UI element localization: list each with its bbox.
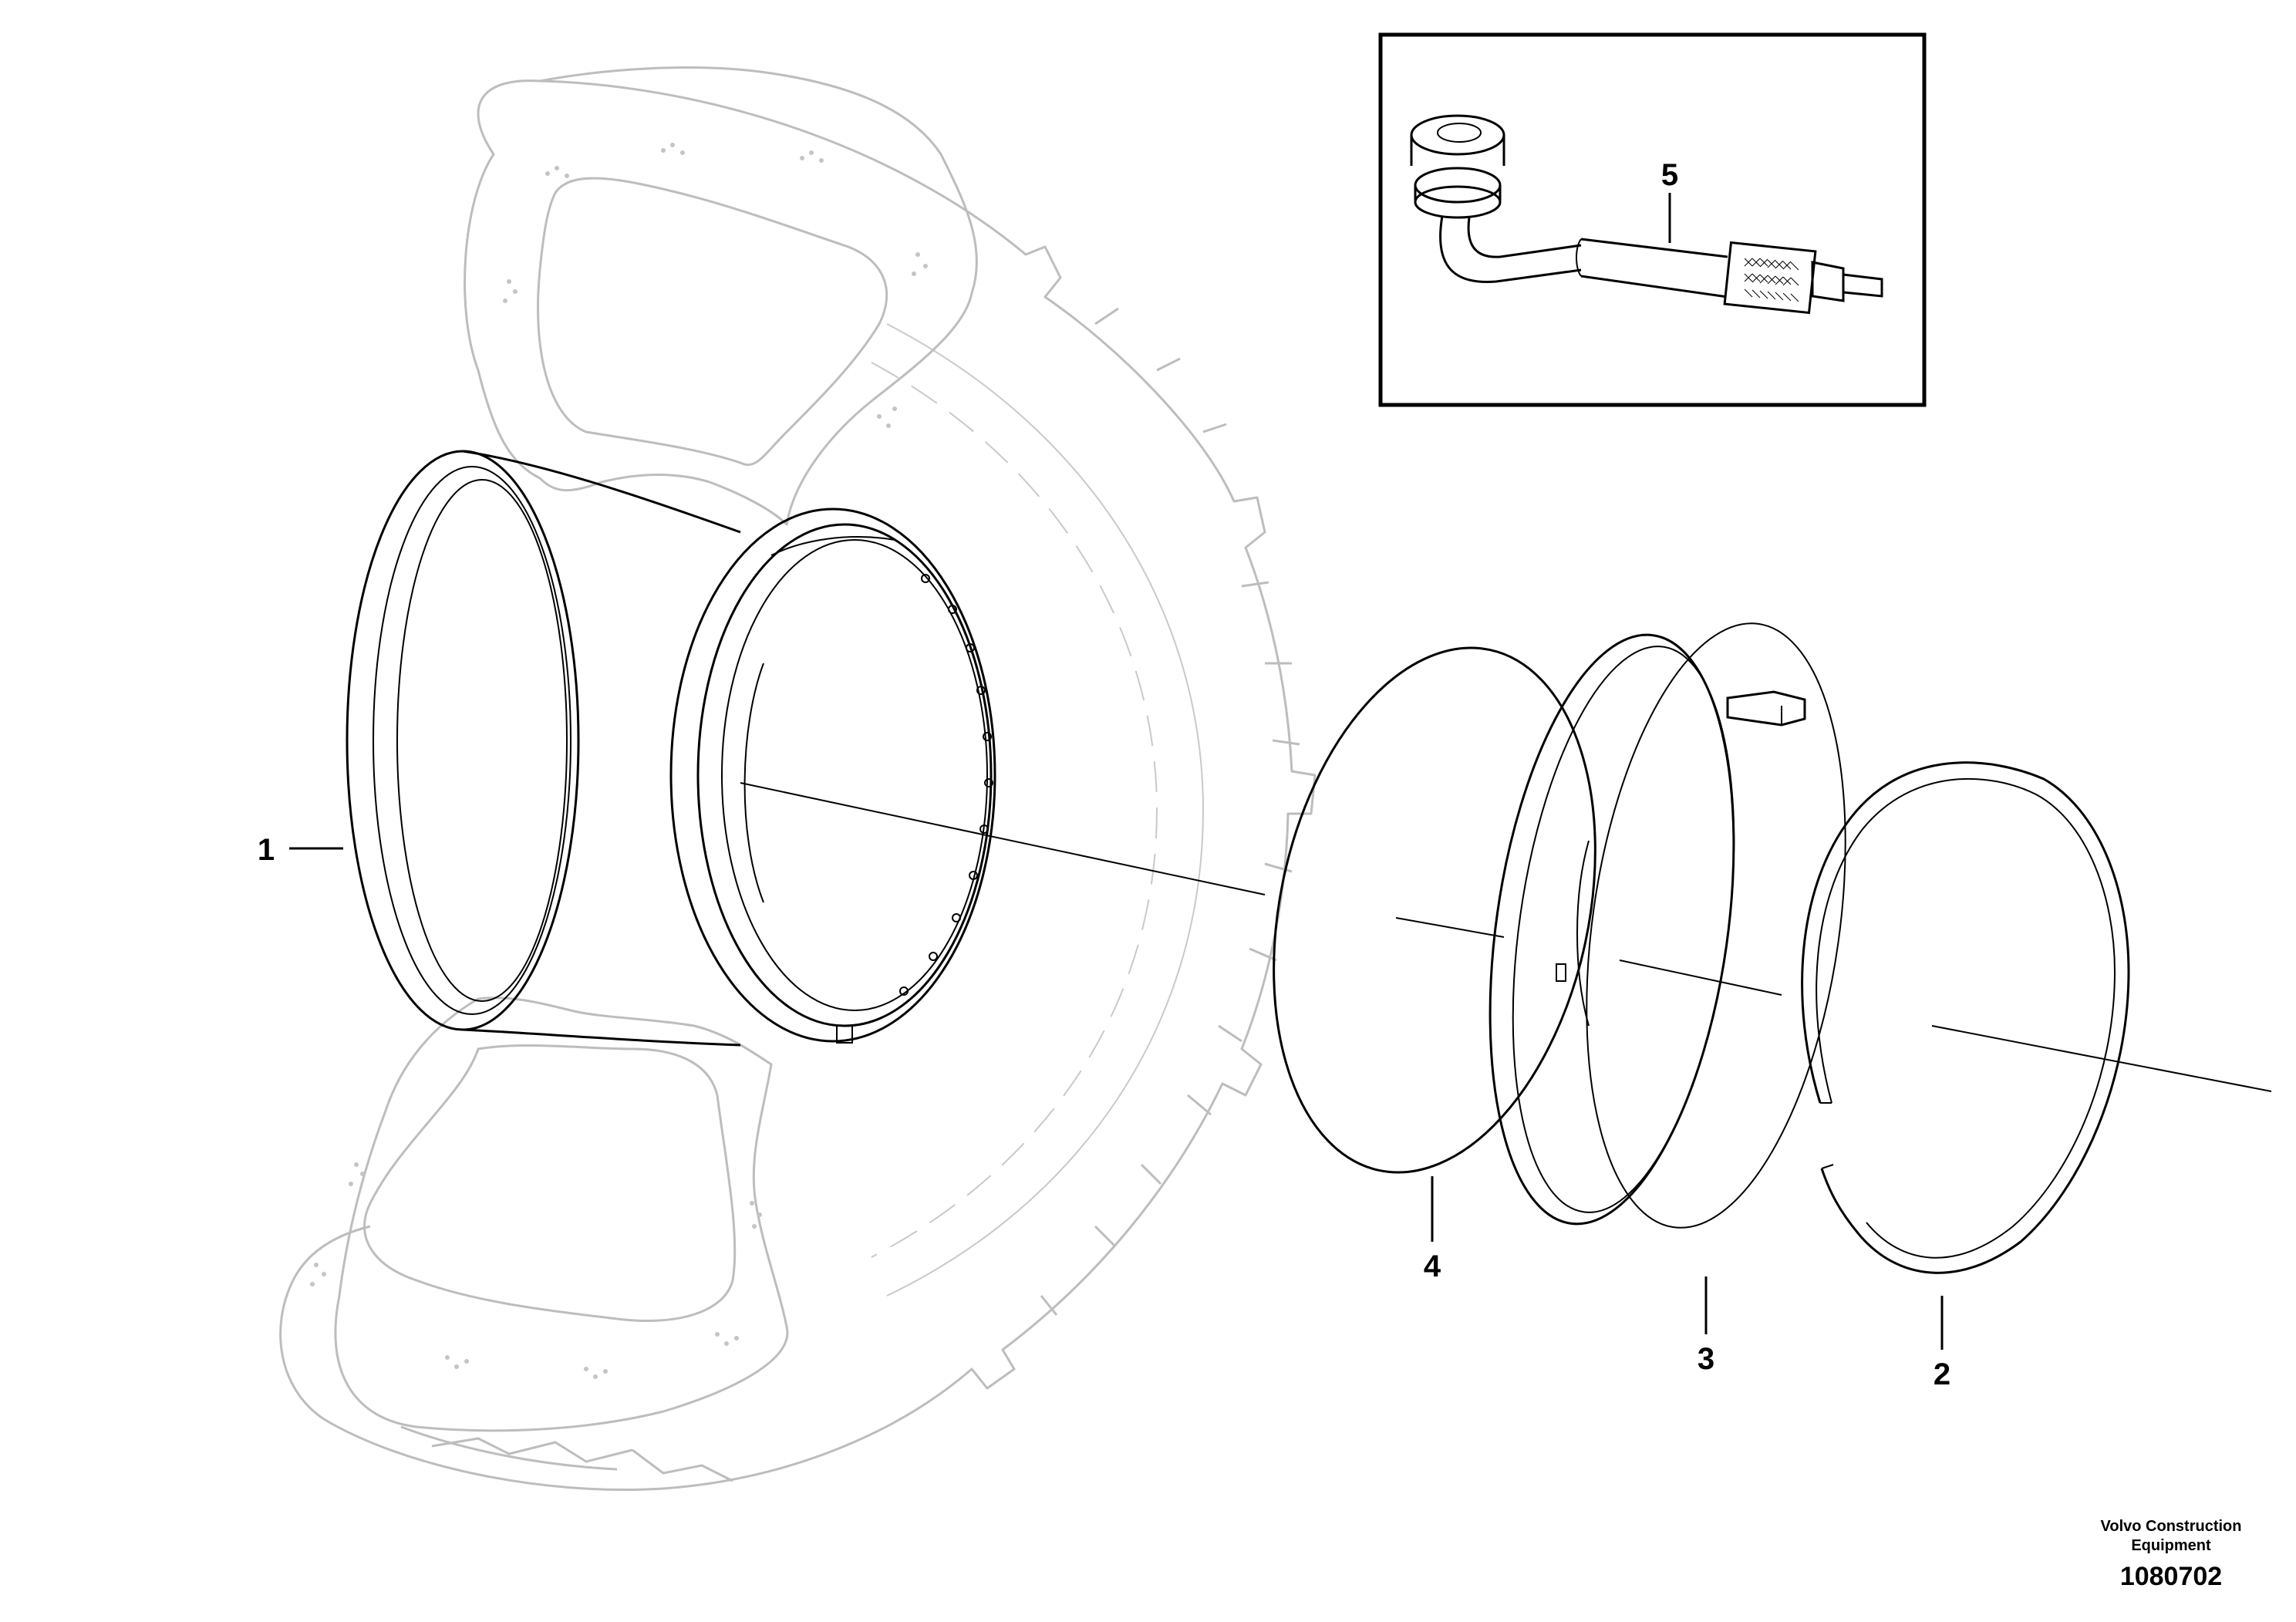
tire-speckles-lower bbox=[310, 1162, 762, 1379]
doc-number: 1080702 bbox=[2120, 1562, 2222, 1591]
lock-ring-part-3 bbox=[1489, 622, 1846, 1229]
tire-speckles-upper bbox=[503, 143, 928, 428]
brand-line-1: Volvo Construction bbox=[2101, 1518, 2242, 1535]
callout-2: 2 bbox=[1934, 1357, 1950, 1391]
callout-3: 3 bbox=[1698, 1342, 1714, 1376]
split-ring-part-2 bbox=[1801, 761, 2130, 1274]
inset-frame bbox=[1378, 32, 1927, 407]
callout-4: 4 bbox=[1424, 1249, 1441, 1283]
valve-inset bbox=[1378, 32, 1927, 407]
knurl-pattern bbox=[1744, 258, 1799, 302]
callout-1: 1 bbox=[258, 833, 275, 867]
brand-line-2: Equipment bbox=[2131, 1537, 2211, 1554]
seal-disc-part-4 bbox=[1273, 646, 1596, 1174]
tire-drawing bbox=[279, 66, 1317, 1492]
rim-bolt-holes bbox=[899, 574, 993, 996]
callout-5: 5 bbox=[1661, 158, 1678, 192]
rim-part-1 bbox=[346, 450, 996, 1047]
